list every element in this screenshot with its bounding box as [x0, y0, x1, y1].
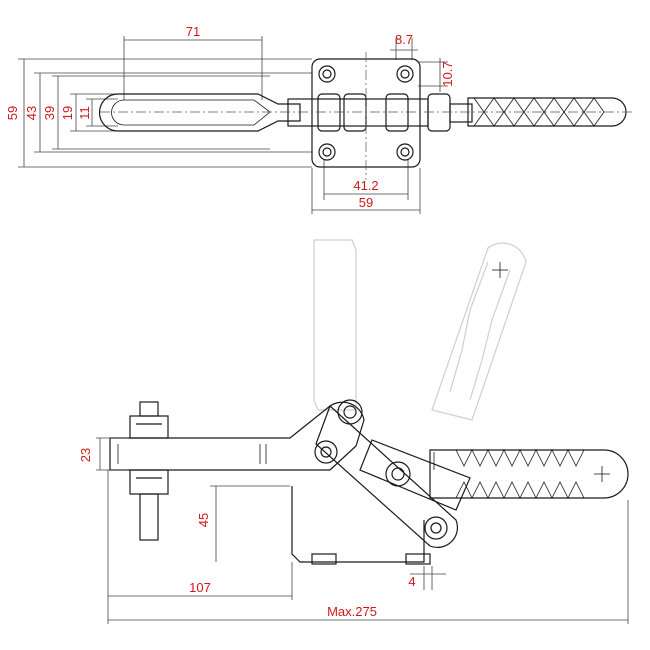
- dim-19: 19: [60, 106, 75, 120]
- dim-43: 43: [24, 106, 39, 120]
- base-block: [291, 486, 425, 563]
- side-grip-pattern-bottom: [455, 481, 585, 499]
- clamp-arm: [109, 401, 365, 471]
- grip-pattern-top: [473, 97, 605, 113]
- grip-pattern-bottom: [473, 111, 605, 127]
- side-view: 23 45 107 4 Max.275: [78, 239, 629, 624]
- dim-11: 11: [77, 106, 92, 120]
- top-view-extension-lines: [18, 36, 448, 214]
- dim-59-left: 59: [5, 106, 20, 120]
- base-foot-right: [405, 553, 431, 565]
- dim-59-bottom: 59: [359, 195, 373, 210]
- dim-23: 23: [78, 448, 93, 462]
- dim-45: 45: [196, 513, 211, 527]
- dim-71: 71: [186, 24, 200, 39]
- dim-41-2: 41.2: [353, 178, 378, 193]
- mounting-holes: [318, 65, 414, 161]
- base-foot-left: [311, 553, 337, 565]
- dim-8-7: 8.7: [395, 32, 413, 47]
- linkage-body: [287, 93, 473, 132]
- link-plate-main: [315, 404, 459, 549]
- handle-grip: [467, 97, 627, 127]
- arm-marks: [117, 444, 267, 464]
- side-grip-pattern-top: [455, 449, 585, 467]
- ghost-open-position: [313, 239, 527, 421]
- pivot-pins: [314, 399, 448, 540]
- dim-107: 107: [189, 580, 211, 595]
- link-plate-secondary: [359, 439, 471, 511]
- dim-10-7: 10.7: [440, 61, 455, 86]
- dim-max-275: Max.275: [327, 604, 377, 619]
- slotted-arm: [98, 93, 301, 132]
- side-view-dim-lines: [96, 437, 629, 624]
- side-handle: [429, 449, 629, 499]
- dim-4: 4: [408, 574, 415, 589]
- dim-39: 39: [42, 106, 57, 120]
- center-marks: [433, 262, 610, 482]
- arm-slot: [111, 99, 271, 126]
- spindle-assembly: [129, 401, 169, 541]
- top-view: 71 8.7 10.7 59 43 39 19 11 41.2 59: [5, 24, 632, 214]
